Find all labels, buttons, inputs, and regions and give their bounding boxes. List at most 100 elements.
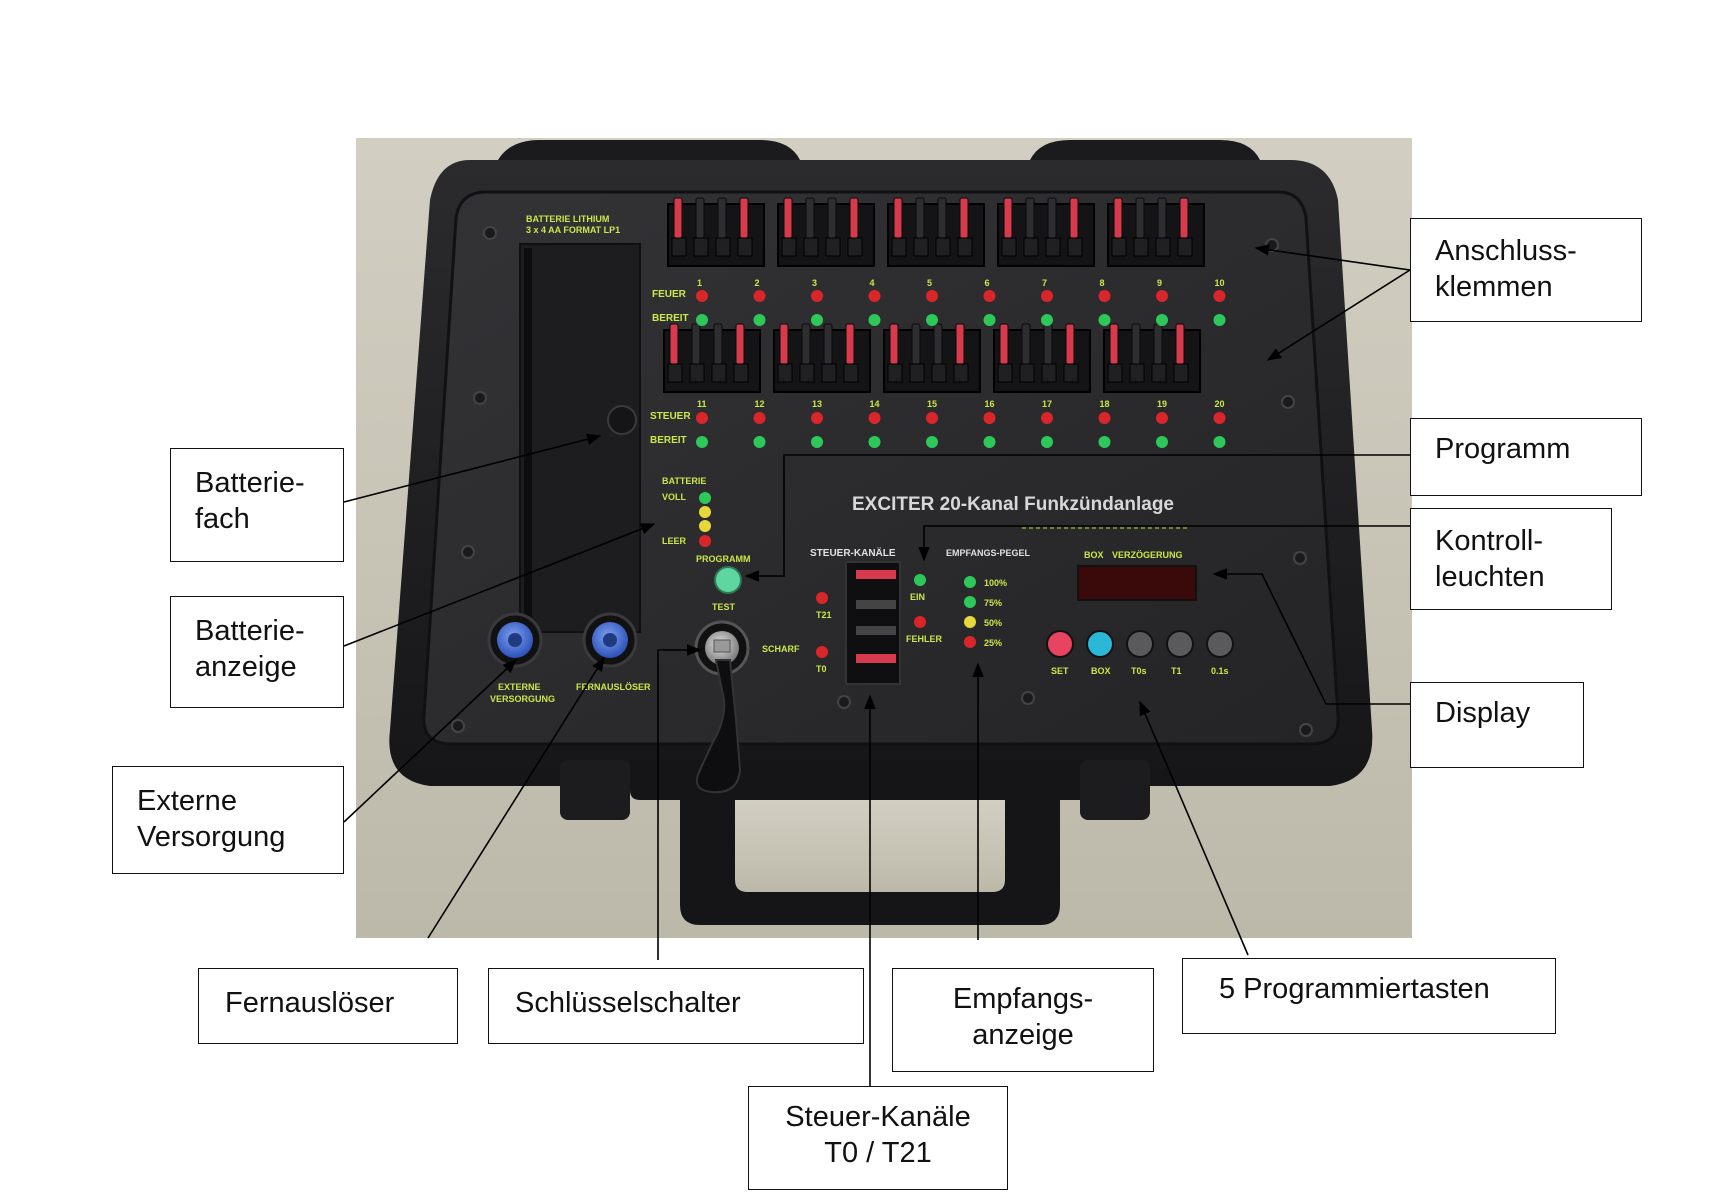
channel-number: 13 [812,399,822,409]
led-fehler [914,616,926,628]
terminal-lever [889,323,899,365]
hinge-right [1030,140,1260,160]
terminal-lever [713,323,723,365]
signal-level-label: 75% [984,598,1002,608]
channel-number: 3 [812,278,817,288]
led-feuer [811,412,823,424]
terminal-clamp [1111,237,1127,257]
led-bereit [868,314,881,326]
led-feuer [1098,290,1111,302]
battery-led-mid2 [699,520,711,532]
terminal-lever [1109,323,1119,365]
terminal-lever [1131,323,1141,365]
external-supply-label-2: VERSORGUNG [490,694,555,704]
led-ein [914,574,926,586]
callout-programmiertasten-line-1: 5 Programmiertasten [1219,973,1490,1005]
terminal-clamp [1151,363,1167,383]
callout-kontrollleuchten-line-2: leuchten [1435,561,1545,593]
handle-latch-left [560,760,630,820]
terminal-lever [1175,323,1185,365]
callout-schluesselschalter-line-1: Schlüsselschalter [515,987,741,1019]
channel-number: 14 [870,399,880,409]
terminal-lever [739,197,749,239]
terminal-lever [1025,197,1035,239]
terminal-clamp [1023,237,1039,257]
terminal-clamp [843,363,859,383]
t21-label: T21 [816,610,832,620]
callout-programmiertasten: 5 Programmiertasten [1182,958,1556,1034]
terminal-lever [827,197,837,239]
led-feuer [926,290,938,302]
terminal-clamp [935,237,951,257]
callout-batteriefach: Batterie- fach [170,448,344,562]
led-feuer [753,412,766,424]
terminal-lever [933,323,943,365]
led-bereit [926,314,938,326]
battery-compartment-label-2: 3 x 4 AA FORMAT LP1 [526,225,620,235]
programming-button[interactable] [1206,630,1234,658]
battery-led-leer [699,535,711,547]
programming-button-label: 0.1s [1211,666,1229,676]
terminal-clamp [689,363,705,383]
terminal-lever [1135,197,1145,239]
led-bereit [696,314,708,326]
terminal-lever [1065,323,1075,365]
program-button[interactable] [714,566,742,594]
remote-trigger-label: FERNAUSLÖSER [576,682,651,692]
terminal-lever [999,323,1009,365]
channel-number: 9 [1157,278,1162,288]
row-label-feuer-top: FEUER [652,289,687,300]
programming-button[interactable] [1046,630,1074,658]
terminal-lever [691,323,701,365]
callout-anschlussklemmen: Anschluss- klemmen [1410,218,1642,322]
programming-button-label: T1 [1171,666,1182,676]
channel-number: 19 [1157,399,1167,409]
channel-number: 6 [985,278,990,288]
callout-externe-versorgung-line-1: Externe [137,785,237,817]
led-feuer [1213,290,1226,302]
terminal-lever [937,197,947,239]
terminal-clamp [1019,363,1035,383]
channel-number: 18 [1100,399,1110,409]
scharf-label: SCHARF [762,644,800,654]
led-bereit [811,314,823,326]
channel-number: 20 [1215,399,1225,409]
programming-button[interactable] [1126,630,1154,658]
led-feuer [696,412,708,424]
terminal-clamp [1177,237,1193,257]
terminal-lever [735,323,745,365]
channel-number: 2 [755,278,760,288]
led-feuer [1213,412,1226,424]
led-feuer [1098,412,1111,424]
terminal-lever [717,197,727,239]
led-bereit [1041,436,1053,448]
led-bereit [696,436,708,448]
terminal-lever [823,323,833,365]
terminal-lever [1069,197,1079,239]
callout-programm-line-1: Programm [1435,433,1571,465]
led-bereit [1156,436,1168,448]
terminal-clamp [671,237,687,257]
channel-number: 15 [927,399,937,409]
channel-number: 1 [697,278,702,288]
terminal-lever [959,197,969,239]
terminal-clamp [909,363,925,383]
programming-button[interactable] [1166,630,1194,658]
signal-level-label: 25% [984,638,1002,648]
led-bereit [983,436,996,448]
callout-empfangsanzeige-line-2: anzeige [972,1019,1074,1051]
programming-button-label: BOX [1091,666,1111,676]
terminal-lever [695,197,705,239]
terminal-lever [1153,323,1163,365]
channel-number: 5 [927,278,932,288]
led-feuer [1156,290,1168,302]
callout-batterieanzeige-line-1: Batterie- [195,615,305,647]
programming-button-label: T0s [1131,666,1147,676]
terminal-clamp [1155,237,1171,257]
channel-number: 4 [870,278,875,288]
programming-button[interactable] [1086,630,1114,658]
led-bereit [983,314,996,326]
led-feuer [926,412,938,424]
terminal-clamp [711,363,727,383]
